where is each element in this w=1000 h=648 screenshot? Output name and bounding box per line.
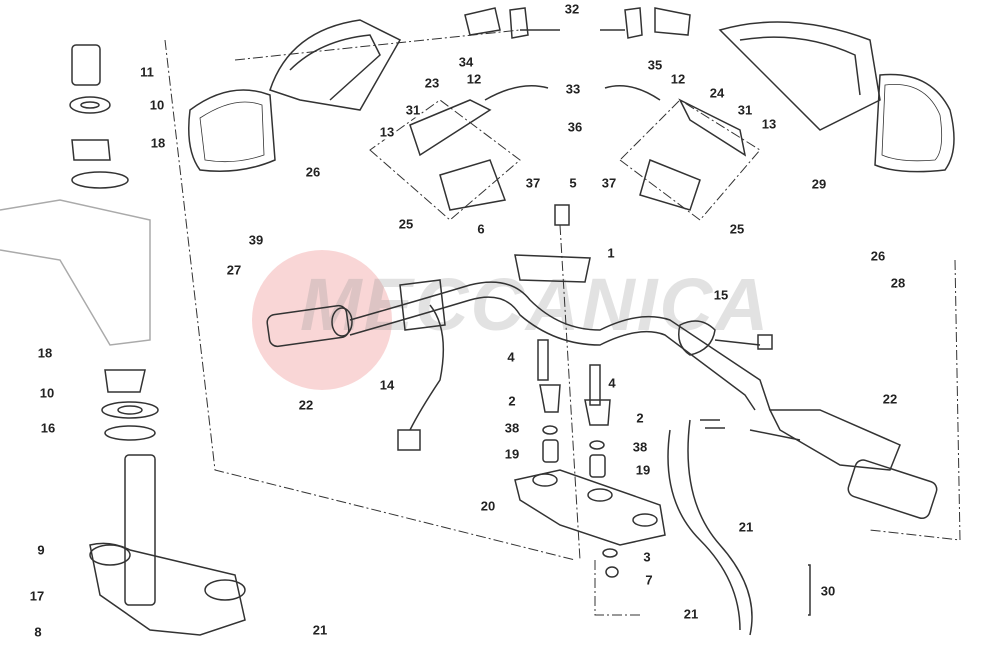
part-label-36: 36: [566, 119, 584, 135]
part-label-13: 13: [378, 124, 396, 140]
part-label-12: 12: [669, 71, 687, 87]
part-label-18: 18: [36, 345, 54, 361]
part-label-39: 39: [247, 232, 265, 248]
part-label-31: 31: [736, 102, 754, 118]
part-label-8: 8: [33, 624, 43, 640]
right-mirror: [718, 21, 955, 173]
part-label-27: 27: [225, 262, 243, 278]
part-label-25: 25: [728, 221, 746, 237]
handlebar: [266, 254, 938, 520]
part-label-34: 34: [457, 54, 475, 70]
part-label-23: 23: [423, 75, 441, 91]
part-label-28: 28: [889, 275, 907, 291]
mirror-clamps: [464, 7, 691, 39]
part-label-7: 7: [644, 572, 654, 588]
part-label-20: 20: [479, 498, 497, 514]
part-label-32: 32: [563, 1, 581, 17]
part-label-21: 21: [311, 622, 329, 638]
part-label-19: 19: [503, 446, 521, 462]
steering-stem-parts: [0, 44, 246, 636]
part-label-25: 25: [397, 216, 415, 232]
part-label-10: 10: [38, 385, 56, 401]
part-label-35: 35: [646, 57, 664, 73]
part-label-26: 26: [869, 248, 887, 264]
part-label-2: 2: [507, 393, 517, 409]
part-label-26: 26: [304, 164, 322, 180]
part-label-3: 3: [642, 549, 652, 565]
part-label-37: 37: [524, 175, 542, 191]
part-label-33: 33: [564, 81, 582, 97]
part-label-1: 1: [606, 245, 616, 261]
part-label-11: 11: [139, 64, 155, 80]
part-label-16: 16: [39, 420, 57, 436]
part-label-22: 22: [297, 397, 315, 413]
part-label-37: 37: [600, 175, 618, 191]
part-label-22: 22: [881, 391, 899, 407]
part-label-14: 14: [378, 377, 396, 393]
part-label-38: 38: [631, 439, 649, 455]
part-label-38: 38: [503, 420, 521, 436]
throttle-cables: [667, 419, 811, 636]
part-label-21: 21: [682, 606, 700, 622]
part-label-9: 9: [36, 542, 46, 558]
watermark-logo: [252, 250, 392, 390]
part-label-10: 10: [148, 97, 166, 113]
part-label-13: 13: [760, 116, 778, 132]
part-label-30: 30: [819, 583, 837, 599]
part-label-17: 17: [28, 588, 46, 604]
part-label-29: 29: [810, 176, 828, 192]
part-label-18: 18: [149, 135, 167, 151]
risers-and-triple-clamp: [514, 204, 666, 578]
part-label-21: 21: [737, 519, 755, 535]
part-label-31: 31: [404, 102, 422, 118]
part-label-5: 5: [568, 175, 578, 191]
part-label-6: 6: [476, 221, 486, 237]
part-label-24: 24: [708, 85, 726, 101]
levers: [409, 85, 747, 211]
left-mirror: [188, 19, 402, 172]
part-label-12: 12: [465, 71, 483, 87]
part-label-19: 19: [634, 462, 652, 478]
part-label-2: 2: [635, 410, 645, 426]
part-label-4: 4: [607, 375, 617, 391]
part-label-4: 4: [506, 349, 516, 365]
part-label-15: 15: [712, 287, 730, 303]
